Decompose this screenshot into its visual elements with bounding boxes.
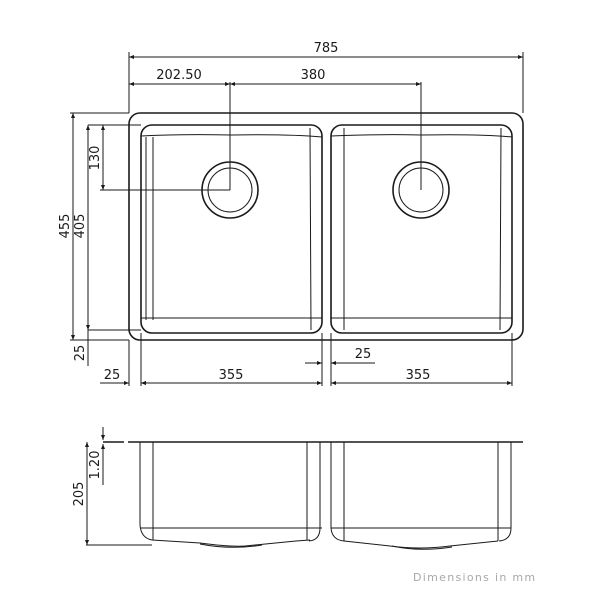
dim-overall-width: 785 xyxy=(314,41,339,56)
dim-bowl-width-left: 355 xyxy=(219,368,244,383)
dim-rim-front: 25 xyxy=(73,345,88,362)
plan-view: 785 202.50 380 455 405 130 25 25 355 25 xyxy=(58,41,524,386)
outer-flange-outline xyxy=(128,112,524,341)
dim-flange-thickness: 1.20 xyxy=(88,451,103,480)
dim-bowl-depth: 405 xyxy=(73,214,88,239)
side-elevation: 205 1.20 xyxy=(72,427,523,550)
dim-bowl-height: 205 xyxy=(72,482,87,507)
units-note: Dimensions in mm xyxy=(413,571,537,584)
extension-lines xyxy=(70,52,524,386)
dim-rim-side: 25 xyxy=(104,368,121,383)
dim-overall-depth: 455 xyxy=(58,214,73,239)
dim-waste-offset-back: 130 xyxy=(88,146,103,171)
left-bowl xyxy=(140,124,323,334)
dim-waste-offset-left: 202.50 xyxy=(156,68,202,83)
dim-waste-centers: 380 xyxy=(301,68,326,83)
dim-bowl-width-right: 355 xyxy=(406,368,431,383)
dim-divider: 25 xyxy=(355,347,372,362)
